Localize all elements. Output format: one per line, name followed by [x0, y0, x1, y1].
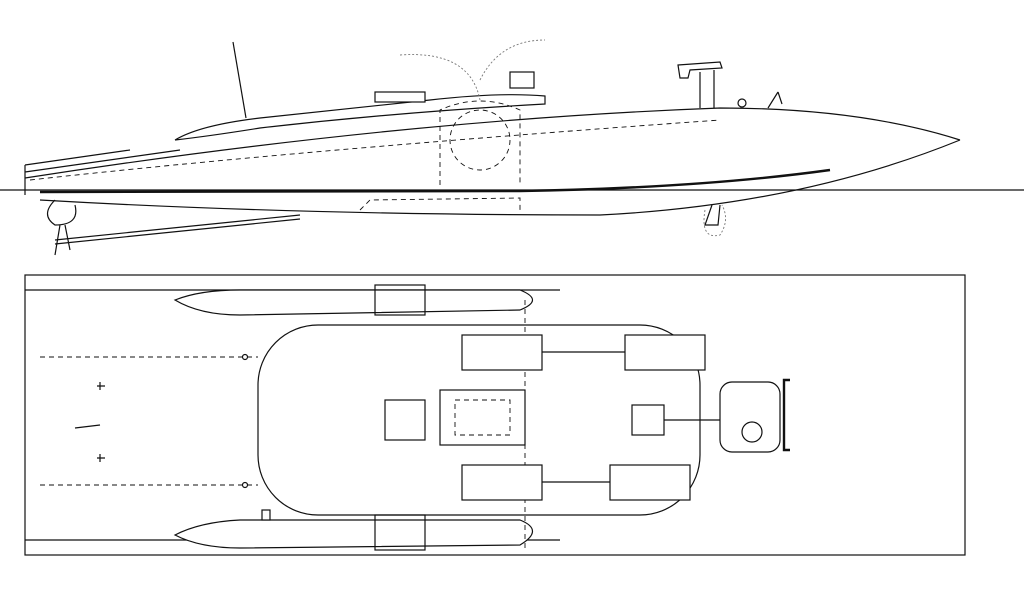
engine-block	[461, 464, 543, 501]
mast	[232, 41, 247, 119]
deck-fitting	[241, 353, 249, 361]
torpedo-cradle-top	[374, 284, 426, 316]
torpedo-top	[173, 289, 534, 316]
cleat	[97, 454, 105, 462]
cleat	[97, 382, 105, 390]
conning-position	[719, 381, 781, 453]
hidden-exhaust	[399, 39, 546, 101]
stern-rail	[24, 149, 181, 195]
hidden-engine-housing	[439, 100, 521, 185]
propeller-shaft-lower	[54, 218, 301, 245]
engine-bottom	[461, 464, 691, 501]
hidden-deck-line	[29, 119, 721, 181]
engine-top	[461, 334, 706, 371]
auxiliary-engine	[384, 399, 426, 441]
propeller	[46, 199, 77, 256]
hull-chine-line	[39, 168, 831, 194]
rudder	[704, 204, 721, 226]
gearbox	[439, 389, 526, 446]
deck-fitting	[261, 509, 271, 521]
davit	[767, 91, 783, 109]
side-elevation	[0, 39, 1024, 256]
deck-fitting	[241, 481, 249, 489]
torpedo-bottom	[173, 519, 534, 549]
tiller	[74, 424, 101, 429]
hull-bottom	[39, 139, 961, 216]
propeller-shaft	[54, 214, 301, 241]
hidden-fuel-tank	[359, 197, 521, 211]
hidden-flywheel	[449, 109, 511, 171]
engine-block	[624, 334, 706, 371]
bow-shield	[782, 378, 790, 452]
deck-fitting	[737, 98, 747, 108]
rudder-swing	[703, 204, 726, 237]
deck-line	[24, 107, 961, 179]
engine-block	[609, 464, 691, 501]
cockpit-canopy	[174, 94, 546, 141]
gearbox-hidden	[454, 399, 511, 436]
deck-gun	[677, 61, 723, 108]
deck-outline	[24, 274, 966, 556]
engine-block	[461, 334, 543, 371]
ventilator	[509, 71, 535, 89]
seat	[631, 404, 665, 436]
hatch	[374, 91, 426, 103]
steering-wheel-icon	[741, 421, 763, 443]
plan-view	[24, 274, 966, 556]
